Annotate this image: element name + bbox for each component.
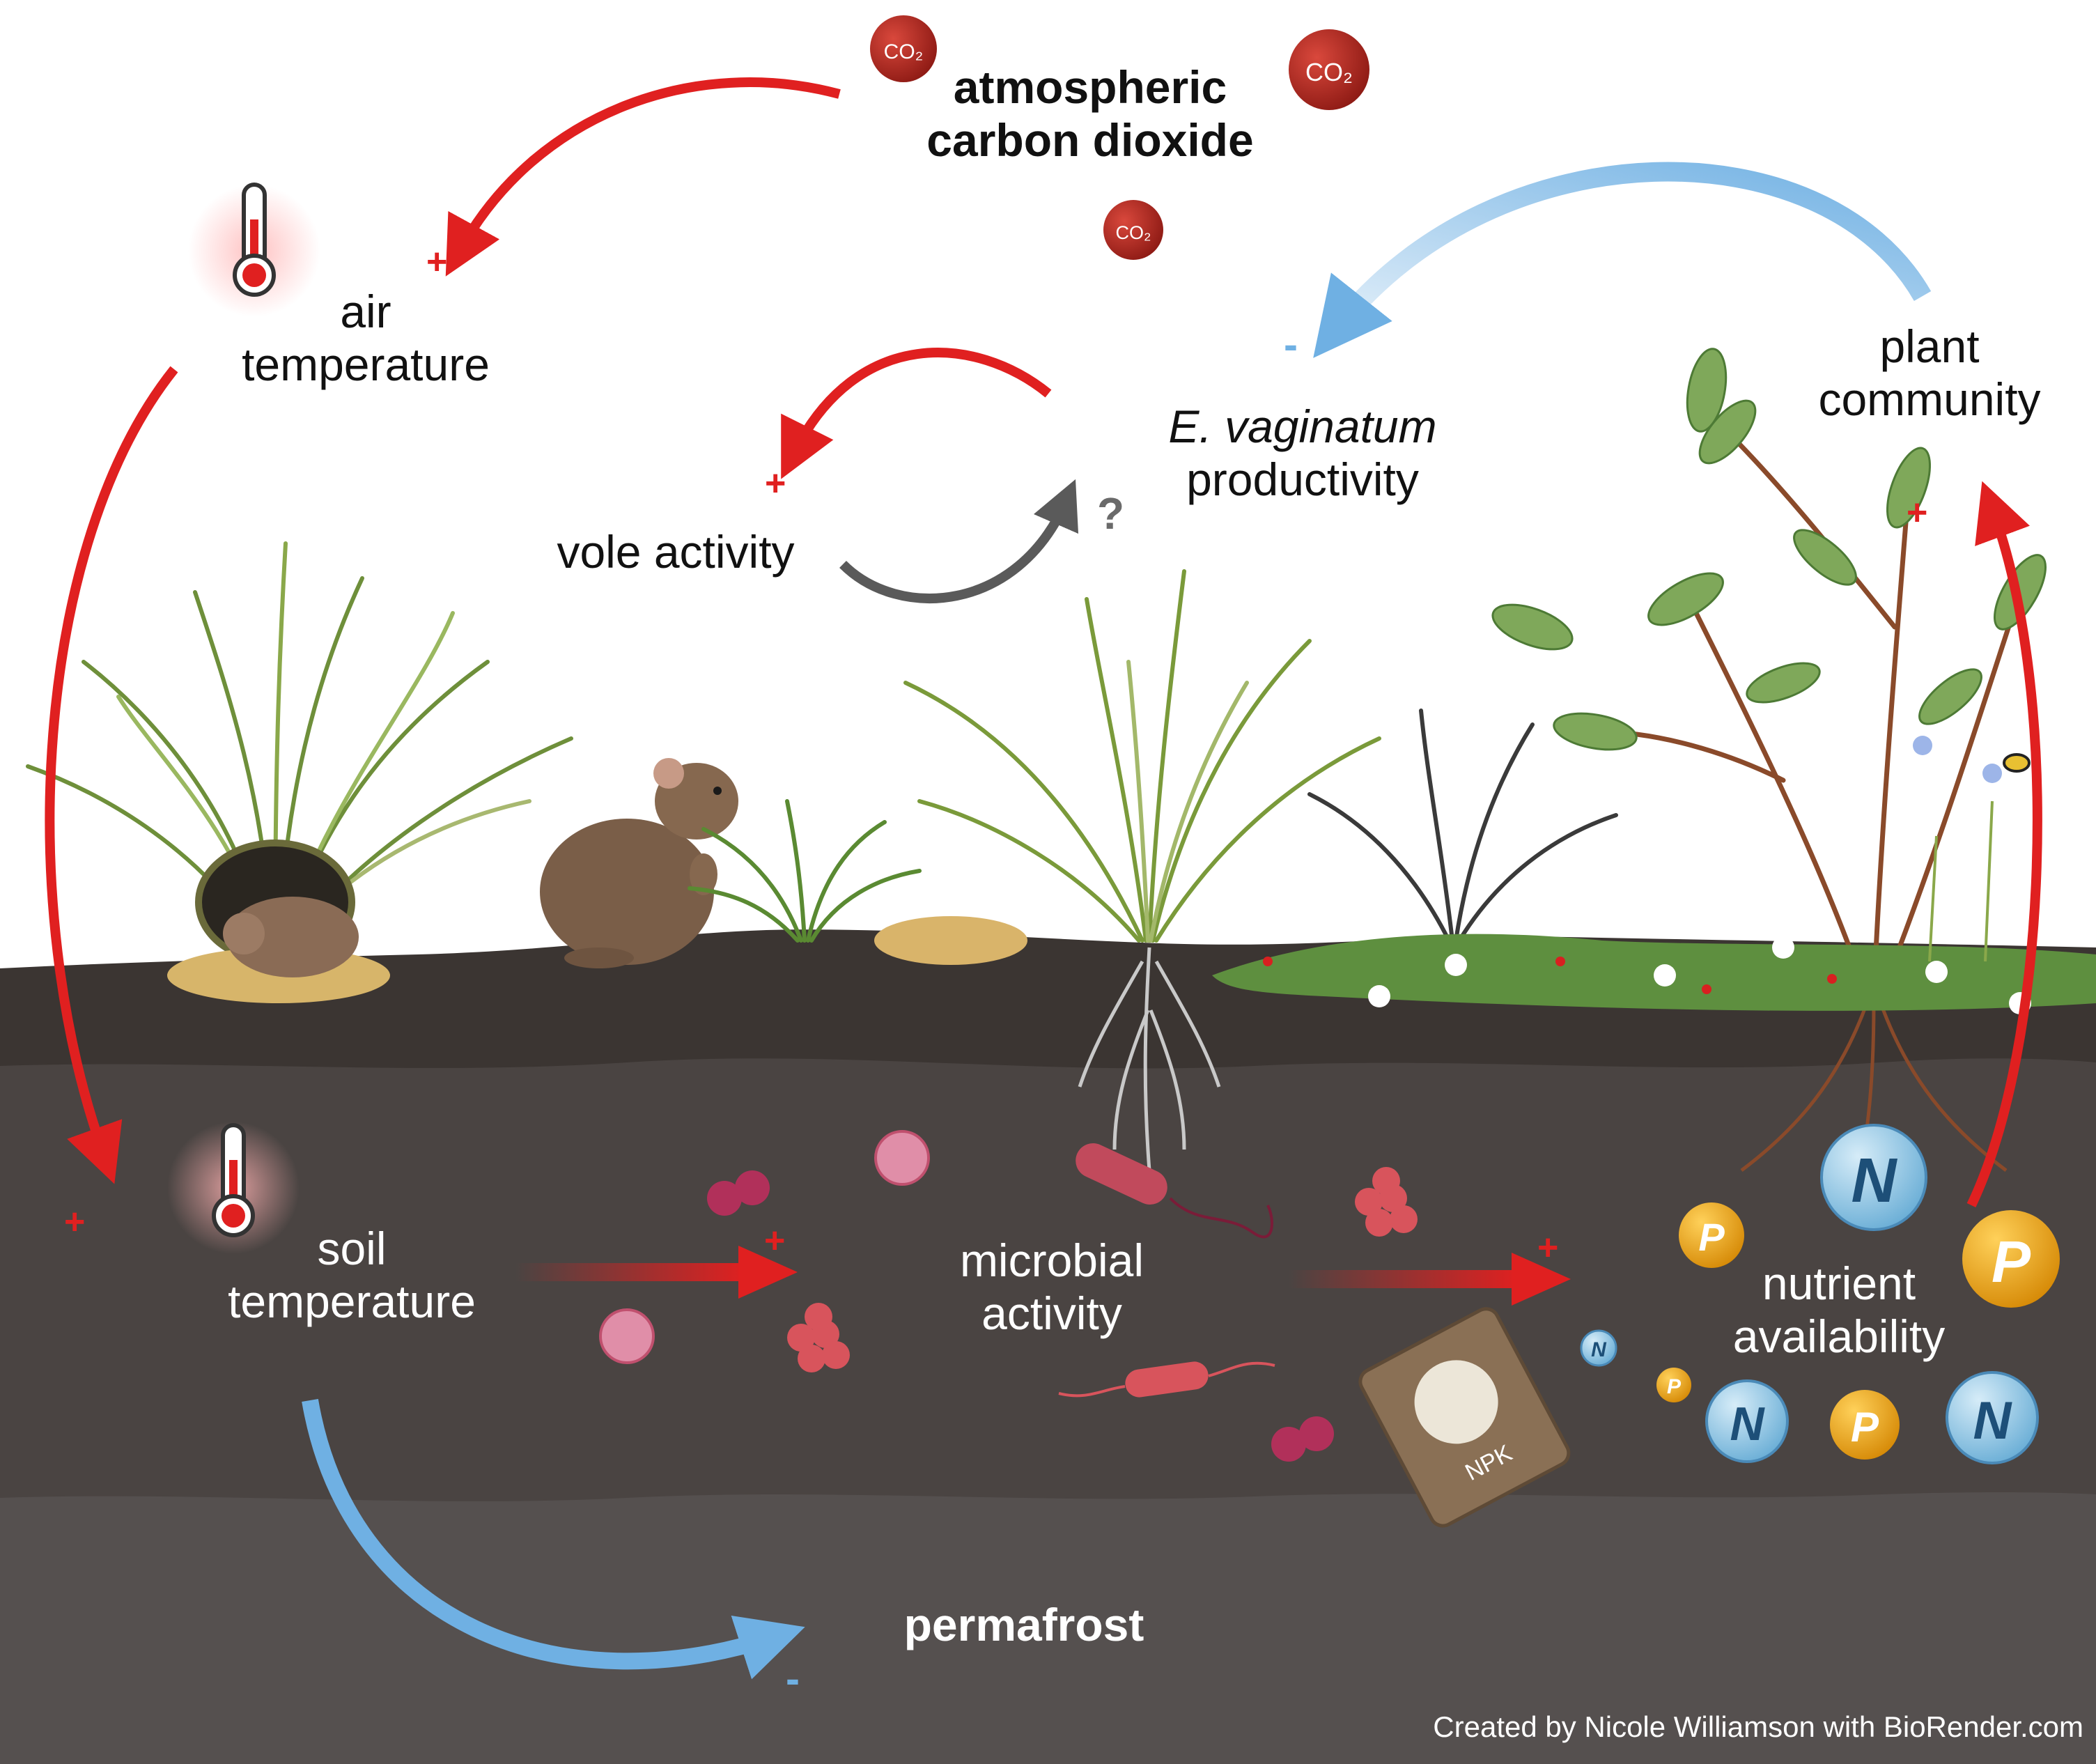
- nutrient-atoms: N P P N P N P N: [1580, 1124, 2060, 1464]
- label-plant-community: plant community: [1818, 320, 2041, 425]
- label-atmospheric-co2: atmospheric carbon dioxide: [926, 61, 1254, 166]
- sleeping-vole-head: [223, 913, 265, 954]
- nitrogen-atom-2: N: [1580, 1329, 1617, 1367]
- bacillus-1: [1076, 1143, 1273, 1239]
- e-vaginatum-roots: [1078, 947, 1221, 1171]
- cluster-2: [1355, 1167, 1418, 1237]
- nitrogen-atom-1: N: [1820, 1124, 1927, 1231]
- co2-molecule-2: CO₂: [1289, 29, 1369, 110]
- dark-sedge: [1307, 709, 1618, 943]
- svg-text:N: N: [1973, 1391, 2013, 1450]
- svg-text:N: N: [1730, 1398, 1765, 1450]
- phosphorus-atom-1: P: [1679, 1202, 1744, 1268]
- arrow-evaginatum-to-vole-activity: [781, 348, 1052, 479]
- label-soil-temperature: soil temperature: [228, 1223, 476, 1327]
- phosphorus-atom-4: P: [1830, 1390, 1900, 1460]
- sign-plus-plant-community: +: [1907, 493, 1928, 533]
- nitrogen-atom-4: N: [1946, 1371, 2039, 1464]
- arrow-nutrients-to-plant-community: [1966, 481, 2042, 1208]
- wildflowers: [1913, 736, 2031, 962]
- arrow-co2-to-air-temperature: [445, 77, 841, 277]
- coccus-pair-1: [707, 1170, 770, 1216]
- arrow-air-to-soil-temperature: [45, 366, 178, 1184]
- phosphorus-atom-2: P: [1962, 1210, 2060, 1308]
- label-air-temperature: air temperature: [242, 286, 490, 390]
- groundcover-plants: [1212, 898, 2096, 1014]
- arrow-vole-activity-to-evaginatum: [839, 479, 1078, 603]
- sign-minus-evaginatum: -: [1284, 321, 1298, 368]
- grass-clump-middle: [688, 799, 922, 943]
- phosphorus-atom-3: P: [1656, 1368, 1691, 1402]
- co2-molecule-1: CO₂: [870, 15, 937, 82]
- svg-text:P: P: [1992, 1229, 2031, 1294]
- sign-plus-air-temperature: +: [426, 242, 448, 282]
- svg-text:N: N: [1591, 1338, 1607, 1361]
- svg-text:CO₂: CO₂: [1305, 58, 1353, 86]
- svg-text:P: P: [1667, 1375, 1682, 1398]
- label-e-vaginatum-productivity: E. vaginatum productivity: [1168, 401, 1437, 505]
- svg-text:CO₂: CO₂: [1116, 222, 1151, 243]
- sign-plus-nutrient-availability: +: [1537, 1228, 1559, 1268]
- sign-plus-vole-activity: +: [765, 463, 786, 504]
- question-mark: ?: [1097, 488, 1125, 539]
- sleeping-vole: [226, 897, 359, 977]
- label-microbial-activity: microbial activity: [959, 1235, 1144, 1339]
- svg-text:N: N: [1852, 1146, 1898, 1216]
- sign-plus-soil-temperature: +: [64, 1202, 86, 1242]
- arrow-soil-temp-to-microbial: [515, 1246, 798, 1299]
- e-vaginatum-tussock: [903, 569, 1381, 943]
- coccus-pair-2: [1271, 1416, 1334, 1462]
- sign-minus-permafrost: -: [786, 1655, 800, 1702]
- svg-text:P: P: [1698, 1215, 1725, 1259]
- microbes: [599, 1130, 1418, 1462]
- label-vole-activity: vole activity: [557, 526, 795, 578]
- sign-plus-microbial-activity: +: [764, 1221, 786, 1261]
- bumblebee: [2003, 753, 2031, 773]
- thermometer-soil-icon: [167, 1122, 300, 1254]
- virus-2: [599, 1308, 655, 1364]
- nitrogen-atom-3: N: [1705, 1379, 1789, 1463]
- bacillus-2: [1058, 1361, 1275, 1398]
- arrow-microbial-to-nutrients: [1289, 1253, 1571, 1306]
- label-nutrient-availability: nutrient availability: [1732, 1258, 1946, 1362]
- cluster-1: [787, 1303, 850, 1372]
- credit-text: Created by Nicole Williamson with BioRen…: [1433, 1710, 2083, 1743]
- arrow-soil-temp-to-permafrost: [302, 1398, 805, 1680]
- svg-text:CO₂: CO₂: [884, 40, 924, 63]
- permafrost-layer: [0, 1492, 2096, 1764]
- virus-1: [874, 1130, 930, 1186]
- npk-fertilizer-bag: NPK: [1358, 1307, 1571, 1528]
- standing-vole: [540, 758, 738, 968]
- willow-shrub: [1491, 348, 2047, 1199]
- arrow-plant-community-to-evaginatum: [1313, 162, 1932, 358]
- co2-molecule-3: CO₂: [1103, 200, 1163, 260]
- svg-text:P: P: [1851, 1404, 1879, 1450]
- label-permafrost: permafrost: [903, 1599, 1144, 1650]
- thermometer-air-icon: [188, 183, 320, 317]
- nest-straw-right: [874, 916, 1027, 965]
